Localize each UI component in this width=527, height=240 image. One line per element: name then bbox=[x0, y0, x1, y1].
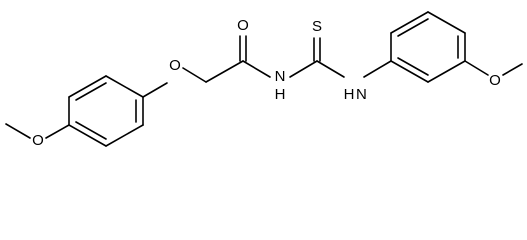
left-benzene-ring bbox=[68, 75, 144, 147]
molecule-structure-diagram: O O O N H S H N O bbox=[5, 11, 523, 149]
atom-label-s-thio: S bbox=[312, 18, 322, 35]
atom-label-o-ether: O bbox=[169, 57, 181, 74]
atom-label-h-right: H bbox=[344, 86, 355, 103]
bond-ether-o-ch2 bbox=[182, 67, 207, 83]
atom-label-h-left: H bbox=[275, 86, 286, 103]
atom-label-o-carbonyl: O bbox=[237, 17, 249, 34]
bond-carbonyl-n bbox=[242, 60, 271, 78]
bond-thiocarbonyl-n bbox=[316, 60, 345, 78]
atom-label-n-left: N bbox=[275, 68, 286, 85]
bond-ring-ether-o bbox=[142, 82, 168, 98]
bond-right-methyl bbox=[502, 63, 523, 76]
right-benzene-ring bbox=[390, 11, 466, 83]
bond-left-methoxy-o bbox=[45, 124, 70, 139]
bond-ch2-carbonyl bbox=[205, 60, 244, 83]
atom-label-n-right: N bbox=[356, 86, 367, 103]
atom-label-o-methoxy-right: O bbox=[489, 72, 501, 89]
bond-n-ring bbox=[363, 60, 392, 78]
bond-n-thiocarbonyl bbox=[289, 60, 318, 78]
bond-ring-right-methoxy-o bbox=[464, 60, 489, 76]
atom-label-o-methoxy-left: O bbox=[32, 132, 44, 149]
bond-left-methyl bbox=[5, 123, 31, 139]
